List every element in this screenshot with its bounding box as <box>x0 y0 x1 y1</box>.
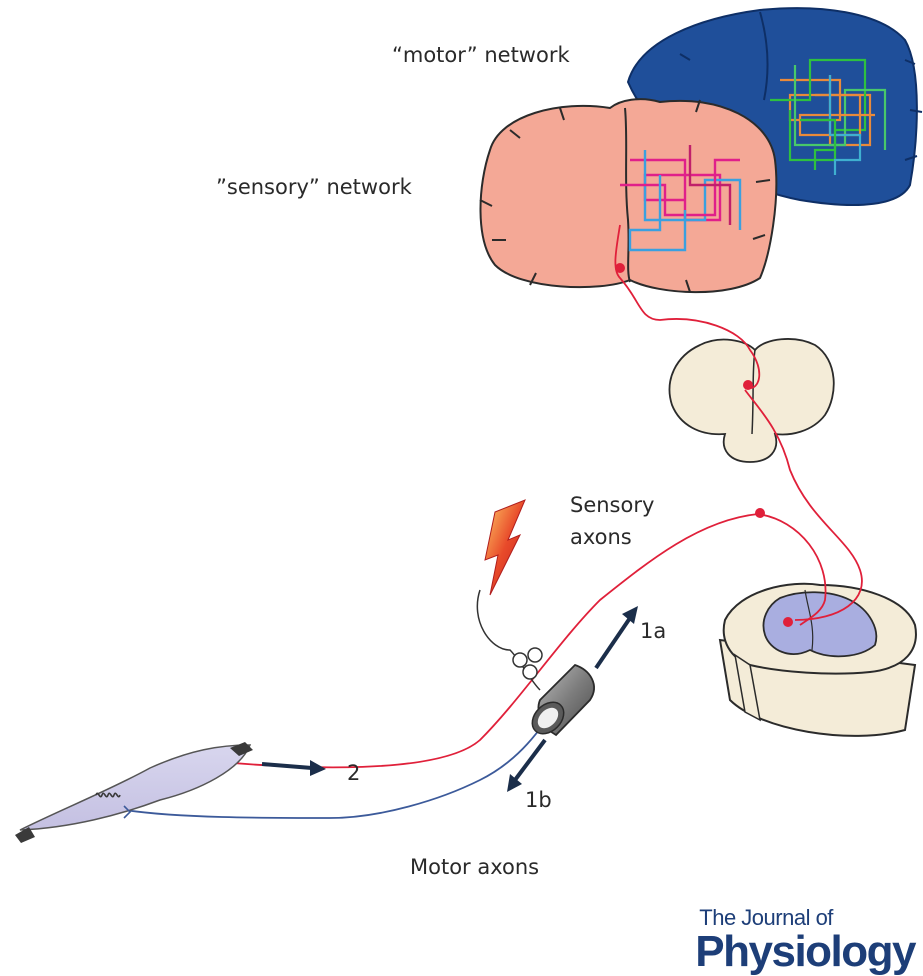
spinal-cord-section <box>720 584 916 736</box>
arrow-2-label: 2 <box>347 762 360 785</box>
sensory-axons-label-line2: axons <box>570 526 632 549</box>
stimulator-icon <box>477 590 542 690</box>
motor-network-label: “motor” network <box>392 44 570 67</box>
sensory-network-label: ”sensory” network <box>216 176 412 199</box>
motor-axons-label: Motor axons <box>410 856 539 879</box>
brainstem-section <box>670 339 834 462</box>
arrow-1b <box>507 740 545 792</box>
arrow-1b-label: 1b <box>525 789 552 812</box>
arrow-1a <box>596 606 638 668</box>
arrow-1a-label: 1a <box>640 620 666 643</box>
lightning-icon <box>485 500 525 595</box>
journal-logo: The Journal of Physiology <box>695 905 915 973</box>
journal-logo-line2: Physiology <box>695 931 915 973</box>
arrow-2 <box>262 760 326 776</box>
sensory-cortex <box>480 99 776 292</box>
muscle-icon <box>15 742 253 843</box>
sensory-axons-label-line1: Sensory <box>570 494 654 517</box>
